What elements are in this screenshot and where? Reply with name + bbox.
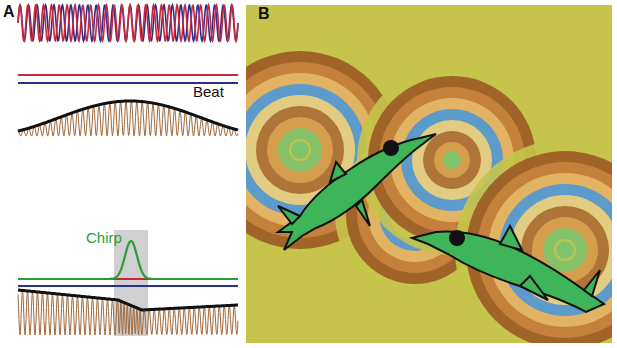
field-contour	[554, 239, 576, 261]
field-contour	[556, 241, 574, 259]
field-contour	[267, 117, 333, 183]
field-contour	[423, 131, 481, 189]
beat-wave	[18, 101, 238, 136]
field-contour	[278, 128, 322, 172]
sine-wave	[18, 5, 238, 41]
field-contour	[291, 141, 309, 159]
fish	[278, 134, 604, 312]
field-contour	[443, 151, 461, 169]
panel-label: B	[258, 6, 270, 22]
field-contour	[434, 142, 470, 178]
panel-label: A	[3, 4, 15, 20]
field-contour	[289, 139, 311, 161]
beat-envelope	[18, 101, 238, 131]
signal-label: Beat	[193, 84, 224, 99]
sine-wave	[18, 5, 238, 41]
field-contour	[543, 228, 587, 272]
signal-label: Chirp	[86, 230, 122, 245]
frequency-line	[18, 285, 238, 287]
chirp-envelope	[18, 290, 238, 310]
frequency-line	[18, 74, 238, 76]
chirp-pulse	[18, 241, 238, 279]
chirp-wave	[18, 290, 238, 335]
electric-field	[246, 5, 612, 343]
